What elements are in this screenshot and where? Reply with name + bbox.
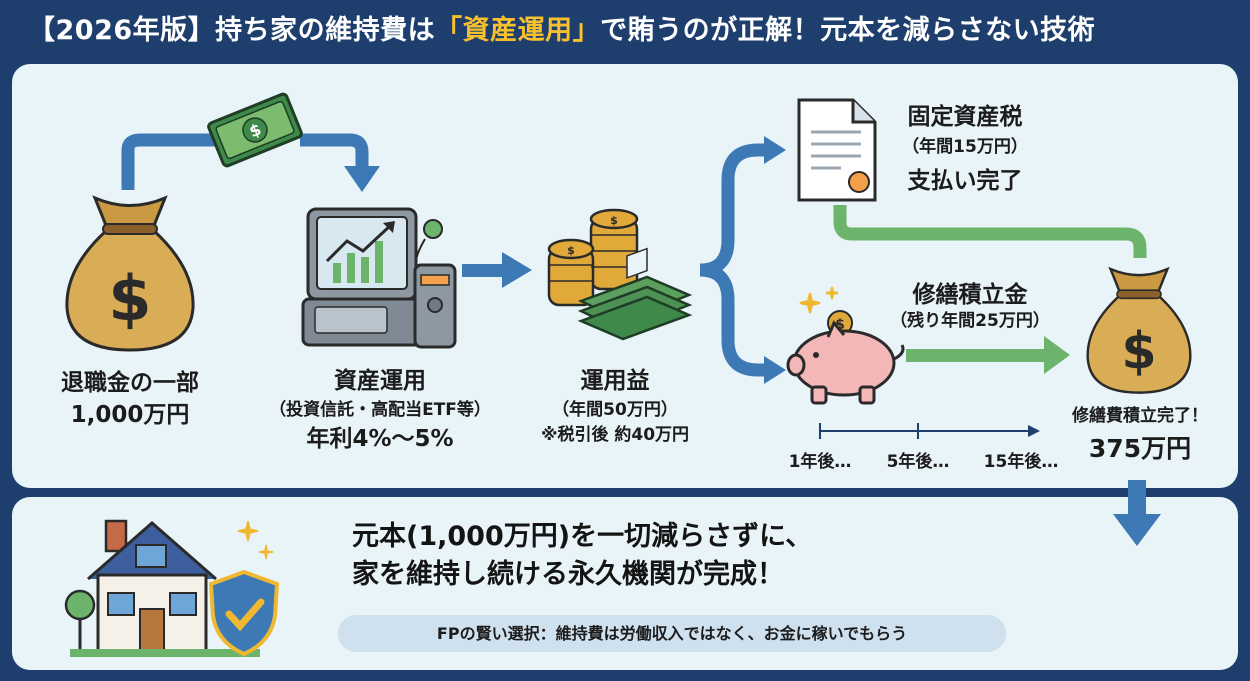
svg-text:$: $ [1121, 321, 1156, 380]
page-title: 【2026年版】持ち家の維持費は「資産運用」で賄うのが正解！元本を減らさない技術 [0, 0, 1250, 62]
svg-text:$: $ [610, 214, 618, 227]
arrow-tax-to-result [833, 205, 1147, 258]
profit-sub: （年間50万円） [552, 400, 678, 420]
retirement-amount: 1,000万円 [70, 402, 190, 428]
svg-text:$: $ [108, 262, 151, 335]
repair-sub: （残り年間25万円） [890, 311, 1050, 331]
fp-tip-pill: FPの賢い選択：維持費は労働収入ではなく、お金に稼いでもらう [338, 615, 1006, 652]
summary-message: 元本(1,000万円)を一切減らさずに、 家を維持し続ける永久機関が完成！ [352, 518, 812, 594]
sparkle-icon [237, 520, 259, 542]
svg-text:$: $ [835, 317, 845, 333]
investment-label: 資産運用 [334, 368, 426, 394]
computer-chart-icon [301, 207, 457, 349]
result-amount: 375万円 [1088, 434, 1192, 463]
title-pre: 【2026年版】持ち家の維持費は [28, 15, 436, 46]
repair-label: 修繕積立金 [912, 282, 1028, 308]
tax-status: 支払い完了 [907, 168, 1023, 194]
retirement-label: 退職金の一部 [61, 370, 199, 396]
money-bag-icon: $ [1086, 266, 1192, 394]
piggy-bank-icon: $ [786, 286, 905, 405]
summary-line-1: 元本(1,000万円)を一切減らさずに、 [352, 521, 813, 552]
timeline-5y: 5年後… [886, 452, 950, 472]
profit-note: ※税引後 約40万円 [540, 425, 690, 445]
arrow-bag-to-investment [121, 133, 215, 190]
tax-sub: （年間15万円） [902, 137, 1028, 157]
summary-line-2: 家を維持し続ける永久機関が完成！ [352, 559, 784, 590]
tax-label: 固定資産税 [907, 104, 1023, 130]
timeline-15y: 15年後… [983, 452, 1059, 472]
timeline-1y: 1年後… [788, 452, 852, 472]
result-label: 修繕費積立完了！ [1072, 406, 1208, 426]
title-highlight: 「資産運用」 [435, 15, 601, 46]
profit-label: 運用益 [580, 368, 650, 394]
document-icon [797, 98, 877, 202]
title-post: で賄うのが正解！元本を減らさない技術 [600, 15, 1096, 46]
investment-rate: 年利4%〜5% [306, 426, 454, 452]
banknote-icon: $ [207, 92, 303, 168]
shield-check-icon [208, 569, 280, 657]
coin-stack-icon: $ $ [547, 208, 693, 341]
investment-sub: （投資信託・高配当ETF等） [269, 400, 491, 420]
house-icon [64, 519, 274, 657]
arrow-split [699, 143, 768, 277]
money-bag-icon: $ [65, 195, 195, 352]
down-arrow [1128, 480, 1146, 516]
svg-text:$: $ [567, 244, 575, 257]
